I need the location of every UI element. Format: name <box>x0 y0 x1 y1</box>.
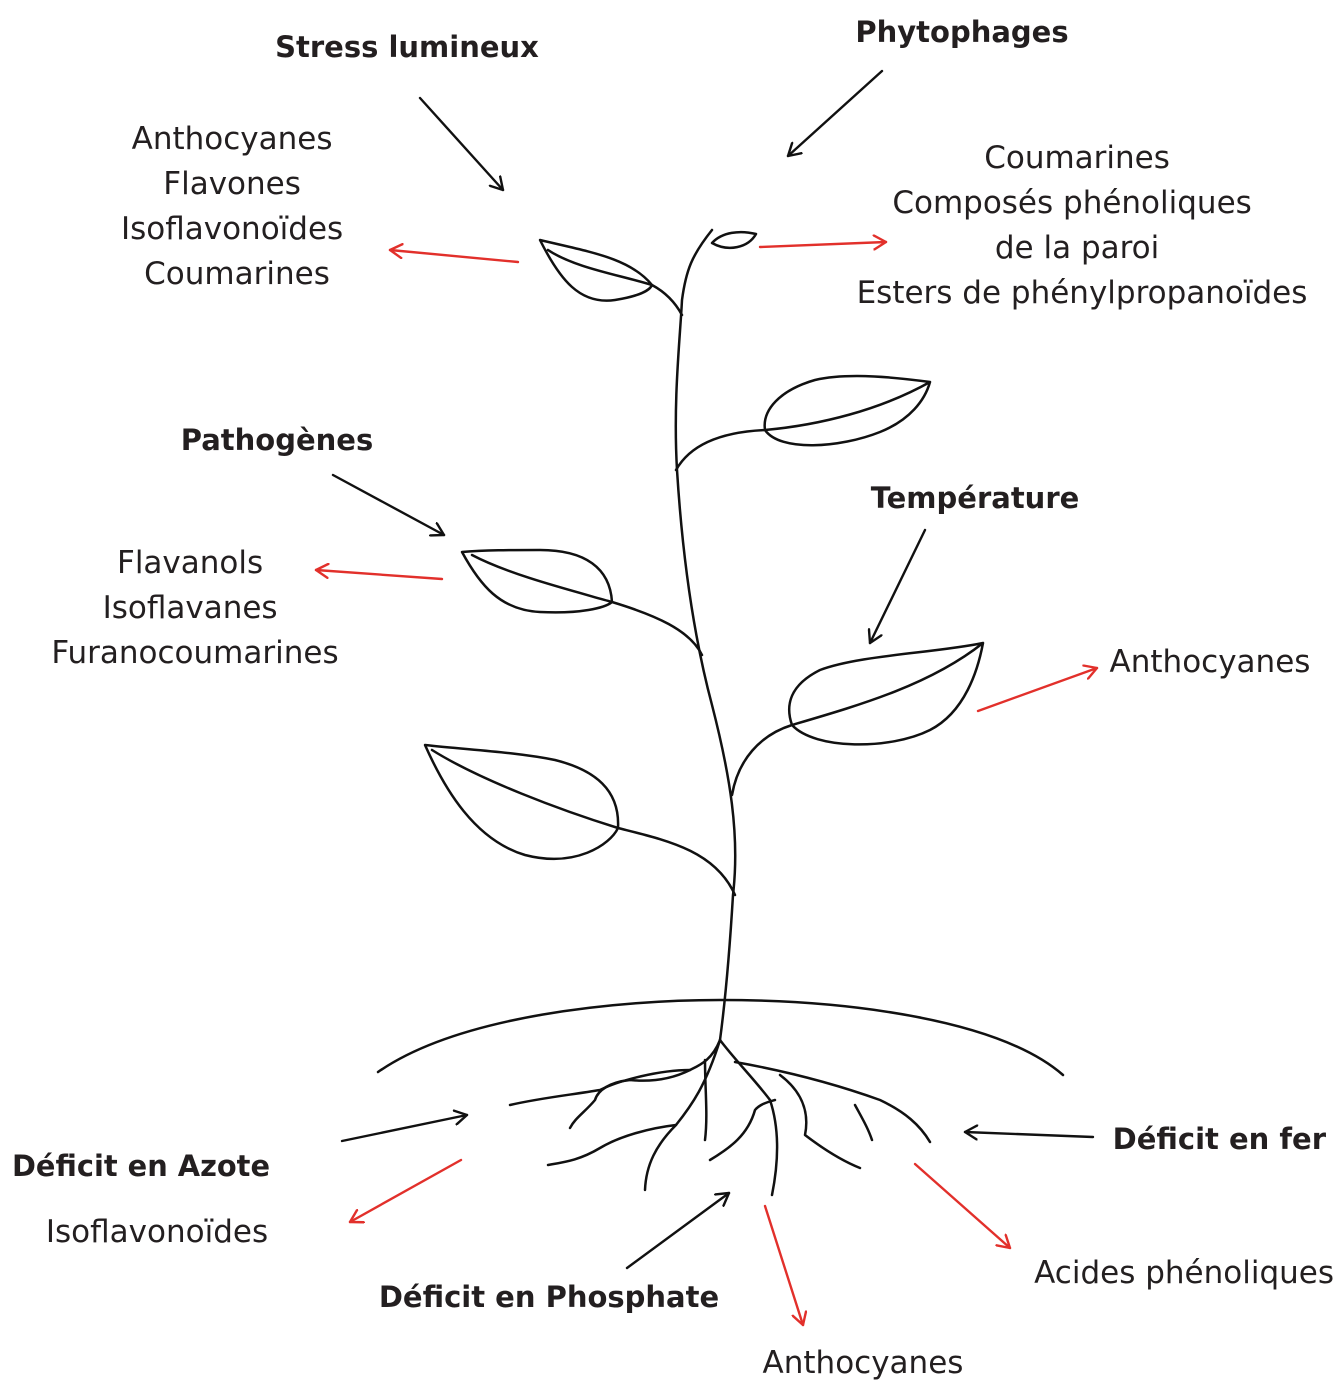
stress-label-pathogens: Pathogènes <box>181 423 373 457</box>
response-arrow-light <box>390 250 518 262</box>
response-arrow-temperature <box>978 668 1097 711</box>
response-item: Composés phénoliques <box>892 185 1251 221</box>
leaf-lower-right <box>732 643 983 795</box>
response-item: Furanocoumarines <box>51 635 338 671</box>
stress-label-light: Stress lumineux <box>275 30 539 64</box>
response-item: Isoflavonoïdes <box>46 1214 268 1250</box>
response-item: Anthocyanes <box>1110 644 1311 680</box>
herbivores-response-list: Coumarines Composés phénoliques de la pa… <box>857 140 1308 311</box>
iron-response-list: Acides phénoliques <box>1034 1255 1334 1291</box>
arrow-temperature <box>870 530 925 643</box>
nitrogen-response-list: Isoflavonoïdes <box>46 1214 268 1250</box>
arrow-phosphate <box>627 1193 729 1268</box>
stress-label-temperature: Température <box>871 481 1080 515</box>
arrow-nitrogen <box>342 1115 467 1141</box>
leaf-bud <box>712 232 756 248</box>
leaf-top-left <box>540 240 682 315</box>
response-arrow-iron <box>915 1164 1010 1248</box>
phosphate-response-list: Anthocyanes <box>763 1345 964 1381</box>
leaf-upper-right <box>676 376 930 470</box>
stress-label-nitrogen: Déficit en Azote <box>12 1149 270 1183</box>
response-item: Isoflavanes <box>103 590 278 626</box>
arrow-pathogens <box>333 475 444 535</box>
roots <box>510 1040 930 1195</box>
response-item: Isoflavonoïdes <box>121 211 343 247</box>
plant-illustration <box>378 230 1063 1195</box>
response-item: Acides phénoliques <box>1034 1255 1334 1291</box>
response-arrow-nitrogen <box>350 1160 461 1222</box>
stress-label-herbivores: Phytophages <box>855 15 1068 49</box>
response-arrow-pathogens <box>316 570 442 579</box>
arrow-light-stress <box>420 98 503 190</box>
response-item: Flavones <box>163 166 301 202</box>
light-response-list: Anthocyanes Flavones Isoflavonoïdes Coum… <box>121 121 353 292</box>
response-arrow-herbivores <box>760 242 886 247</box>
temperature-response-list: Anthocyanes <box>1110 644 1311 680</box>
stress-label-iron: Déficit en fer <box>1113 1122 1327 1156</box>
response-item: Anthocyanes <box>132 121 333 157</box>
response-arrow-phosphate <box>765 1206 803 1325</box>
arrow-iron <box>965 1132 1093 1137</box>
response-item: Flavanols <box>117 545 263 581</box>
leaf-middle-left <box>462 550 702 655</box>
pathogens-response-list: Flavanols Isoflavanes Furanocoumarines <box>51 545 338 671</box>
leaf-lower-left <box>425 745 735 895</box>
stress-label-phosphate: Déficit en Phosphate <box>379 1280 719 1314</box>
response-item: Esters de phénylpropanoïdes <box>857 275 1308 311</box>
response-item: Coumarines <box>984 140 1170 176</box>
arrow-herbivores <box>788 71 882 156</box>
response-labels: Anthocyanes Flavones Isoflavonoïdes Coum… <box>46 121 1334 1381</box>
response-item: Coumarines <box>144 256 330 292</box>
response-item: Anthocyanes <box>763 1345 964 1381</box>
response-item: de la paroi <box>995 230 1159 266</box>
